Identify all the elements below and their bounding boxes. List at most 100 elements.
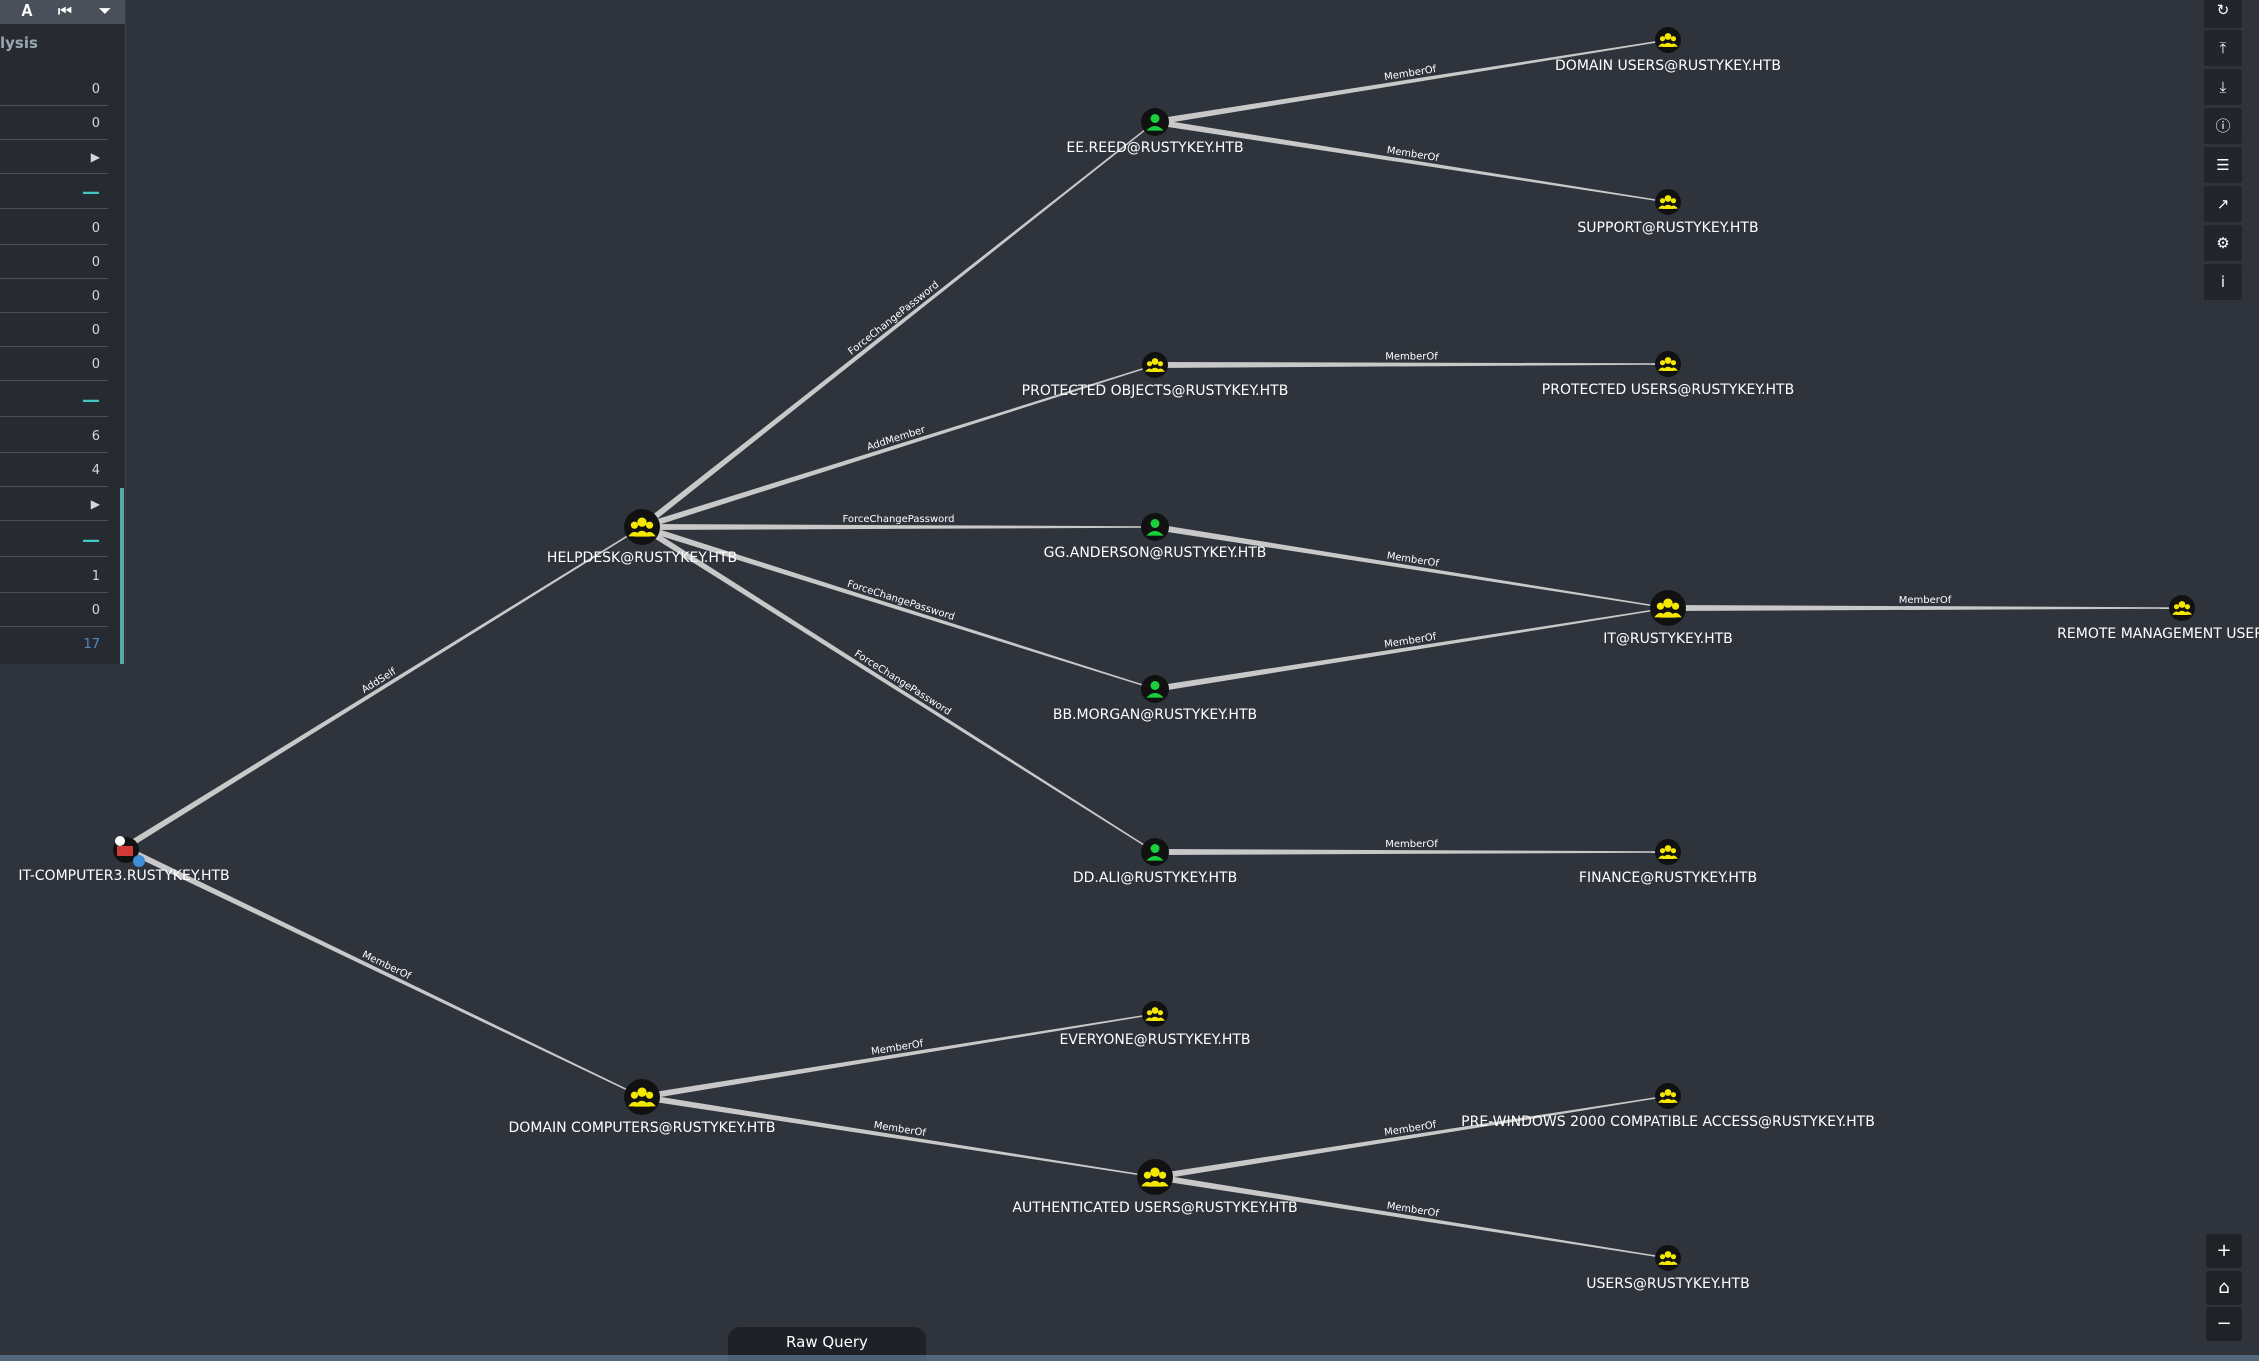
graph-edge[interactable]: MemberOf: [1154, 119, 1669, 203]
graph-node-support[interactable]: SUPPORT@RUSTYKEY.HTB: [1577, 189, 1759, 236]
graph-node-protected-users[interactable]: PROTECTED USERS@RUSTYKEY.HTB: [1542, 351, 1794, 398]
node-label: IT-COMPUTER3.RUSTYKEY.HTB: [18, 868, 229, 884]
info-icon[interactable]: i: [2204, 264, 2242, 300]
chart-icon[interactable]: ↗: [2204, 186, 2242, 222]
node-circle: [1142, 352, 1168, 378]
graph-node-ee-reed[interactable]: EE.REED@RUSTYKEY.HTB: [1066, 108, 1244, 156]
panel-row-value: 17: [83, 637, 100, 652]
graph-edge[interactable]: ForceChangePassword: [642, 514, 1155, 530]
graph-edge[interactable]: MemberOf: [641, 1013, 1156, 1100]
node-glyph-head: [1146, 361, 1153, 367]
node-glyph-head: [1670, 360, 1677, 366]
panel-row-value: 0: [91, 289, 100, 304]
edge-line: [1154, 524, 1669, 609]
node-glyph-head: [1150, 114, 1160, 123]
panel-expand-toggle[interactable]: ▶: [0, 488, 108, 521]
graph-edge[interactable]: MemberOf: [1154, 39, 1669, 125]
node-glyph-body: [2176, 610, 2188, 615]
node-glyph-head: [2178, 601, 2186, 608]
graph-node-users[interactable]: USERS@RUSTYKEY.HTB: [1586, 1245, 1750, 1292]
node-glyph-head: [1663, 598, 1673, 608]
zoom-out-button[interactable]: −: [2206, 1307, 2242, 1341]
graph-node-finance[interactable]: FINANCE@RUSTYKEY.HTB: [1579, 839, 1757, 886]
node-label: FINANCE@RUSTYKEY.HTB: [1579, 870, 1757, 886]
skull-icon: [115, 836, 125, 846]
node-glyph-body: [1662, 1260, 1674, 1265]
graph-edge[interactable]: AddSelf: [122, 526, 643, 851]
panel-row-value: 1: [91, 569, 100, 584]
node-glyph-head: [630, 1091, 639, 1099]
graph-node-helpdesk[interactable]: HELPDESK@RUSTYKEY.HTB: [547, 509, 737, 566]
node-label: GG.ANDERSON@RUSTYKEY.HTB: [1044, 545, 1267, 561]
filter-icon[interactable]: ⏷: [98, 1, 112, 20]
graph-node-authenticated-users[interactable]: AUTHENTICATED USERS@RUSTYKEY.HTB: [1012, 1159, 1298, 1216]
node-glyph-head: [1664, 1089, 1672, 1096]
graph-edge[interactable]: MemberOf: [1154, 524, 1669, 609]
edge-line: [122, 845, 643, 1098]
node-label: SUPPORT@RUSTYKEY.HTB: [1577, 220, 1758, 236]
node-glyph-head: [1664, 195, 1672, 202]
graph-node-dd-ali[interactable]: DD.ALI@RUSTYKEY.HTB: [1073, 838, 1237, 886]
panel-count-row: 0: [0, 73, 108, 106]
graph-node-domain-users[interactable]: DOMAIN USERS@RUSTYKEY.HTB: [1555, 27, 1781, 74]
download-icon[interactable]: ⤓: [2204, 69, 2242, 105]
graph-node-pre-windows[interactable]: PRE-WINDOWS 2000 COMPATIBLE ACCESS@RUSTY…: [1461, 1083, 1875, 1130]
upload-icon[interactable]: ⤒: [2204, 30, 2242, 66]
refresh-icon[interactable]: ↻: [2204, 0, 2242, 28]
node-glyph-head: [1659, 1092, 1666, 1098]
graph-node-it[interactable]: IT@RUSTYKEY.HTB: [1603, 590, 1733, 647]
node-glyph-head: [630, 521, 639, 529]
node-glyph-body: [1149, 1016, 1161, 1021]
node-glyph-body: [1660, 611, 1676, 618]
font-icon[interactable]: 𝐀: [21, 1, 33, 20]
graph-node-gg-anderson[interactable]: GG.ANDERSON@RUSTYKEY.HTB: [1044, 513, 1267, 561]
graph-edge[interactable]: MemberOf: [1154, 1095, 1669, 1180]
edge-line: [640, 121, 1156, 530]
settings-icon[interactable]: ⚙: [2204, 225, 2242, 261]
panel-section-toggle[interactable]: —: [0, 524, 108, 557]
panel-row-value: ▶: [90, 497, 100, 511]
panel-section-toggle[interactable]: —: [0, 384, 108, 417]
graph-edge[interactable]: ForceChangePassword: [640, 524, 1156, 853]
skip-back-icon[interactable]: ⏮: [57, 1, 73, 20]
graph-edge[interactable]: ForceChangePassword: [640, 121, 1156, 530]
graph-edge[interactable]: MemberOf: [1155, 839, 1668, 855]
panel-expand-toggle[interactable]: ▶: [0, 141, 108, 174]
info-circle-icon[interactable]: ⓘ: [2204, 108, 2242, 144]
node-glyph-head: [1150, 844, 1160, 853]
panel-scrollbar[interactable]: [120, 488, 124, 664]
node-glyph-body: [1149, 367, 1161, 372]
graph-node-protected-objects[interactable]: PROTECTED OBJECTS@RUSTYKEY.HTB: [1022, 352, 1289, 399]
panel-row-value: 0: [91, 221, 100, 236]
node-glyph-head: [2173, 604, 2180, 610]
edge-line: [1154, 362, 1669, 368]
graph-edge[interactable]: MemberOf: [1154, 351, 1669, 368]
graph-node-bb-morgan[interactable]: BB.MORGAN@RUSTYKEY.HTB: [1053, 675, 1257, 723]
node-glyph-head: [1664, 845, 1672, 852]
graph-node-remote-management[interactable]: REMOTE MANAGEMENT USERS@RU: [2057, 595, 2259, 642]
edge-label: MemberOf: [1385, 351, 1438, 362]
graph-node-domain-computers[interactable]: DOMAIN COMPUTERS@RUSTYKEY.HTB: [509, 1079, 776, 1136]
node-glyph-head: [1659, 198, 1666, 204]
panel-row-value: 6: [91, 429, 100, 444]
node-label: DOMAIN COMPUTERS@RUSTYKEY.HTB: [509, 1120, 776, 1136]
home-button[interactable]: ⌂: [2206, 1271, 2242, 1305]
panel-section-toggle[interactable]: —: [0, 176, 108, 209]
node-circle: [1655, 189, 1681, 215]
node-label: REMOTE MANAGEMENT USERS@RU: [2057, 626, 2259, 642]
graph-edge[interactable]: MemberOf: [1154, 607, 1669, 692]
panel-count-row: 1: [0, 560, 108, 593]
node-glyph-head: [1157, 1010, 1164, 1016]
node-label: AUTHENTICATED USERS@RUSTYKEY.HTB: [1012, 1200, 1297, 1216]
node-glyph-head: [1150, 519, 1160, 528]
graph-edge[interactable]: MemberOf: [1668, 595, 2182, 611]
list-icon[interactable]: ☰: [2204, 147, 2242, 183]
node-glyph-body: [1662, 1098, 1674, 1103]
zoom-in-button[interactable]: +: [2206, 1234, 2242, 1268]
graph-node-it-computer3[interactable]: IT-COMPUTER3.RUSTYKEY.HTB: [18, 836, 230, 884]
graph-node-everyone[interactable]: EVERYONE@RUSTYKEY.HTB: [1059, 1001, 1251, 1048]
graph-edge[interactable]: MemberOf: [1154, 1174, 1669, 1259]
node-circle: [1137, 1159, 1173, 1195]
node-circle: [1655, 27, 1681, 53]
